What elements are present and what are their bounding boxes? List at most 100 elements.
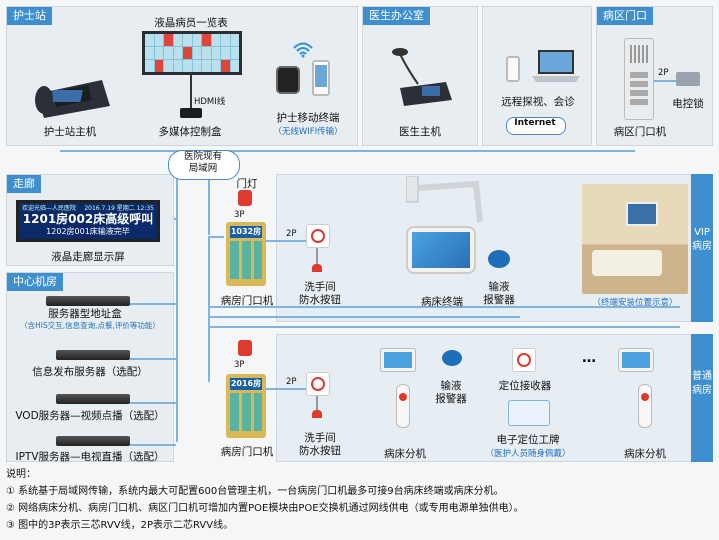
vod-server-device: [56, 394, 130, 404]
more-ellipsis: …: [582, 350, 596, 366]
locator-label: 定位接收器: [498, 380, 552, 392]
mobile-terminal-sub: （无线WIFI传输）: [273, 127, 343, 137]
info-server-device: [56, 350, 130, 360]
info-server-label: 信息发布服务器（选配）: [32, 366, 148, 378]
note-item-1: ① 系统基于局域网传输，系统内最大可配置600台管理主机，一台病房门口机最多可接…: [6, 486, 504, 497]
notes: 说明： ① 系统基于局域网传输，系统内最大可配置600台管理主机，一台病房门口机…: [6, 466, 711, 534]
panel-title-nurse-station: 护士站: [7, 7, 52, 25]
mobile-terminal-label: 护士移动终端: [276, 112, 340, 124]
corridor-screen-line1: 1201房002床高级呼叫: [22, 212, 154, 226]
bed-terminal-device: [406, 226, 476, 274]
bed-terminal-label: 病床终端: [421, 296, 463, 308]
corridor-screen-line2: 1202房001床输液完毕: [46, 227, 130, 236]
locator-tag-device: [508, 400, 550, 426]
room-door-bot-device: 2016房: [226, 374, 266, 438]
server-link-3: [130, 402, 176, 404]
wire-3p-bot: 3P: [234, 360, 245, 370]
vod-server-label: VOD服务器—视频点播（选配）: [15, 410, 165, 422]
doctor-host-device: [392, 48, 452, 106]
notes-title: 说明：: [6, 469, 36, 480]
room-door-bot-num: 2016房: [230, 378, 262, 390]
panel-title-corridor: 走廊: [7, 175, 41, 193]
corridor-screen-top: 欢迎光临—人民医院: [22, 205, 77, 212]
door-light-top-device: [238, 190, 252, 206]
remote-phone-icon: [506, 56, 520, 82]
smartphone-icon: [312, 60, 330, 96]
wash-button-bot-device: [306, 372, 330, 396]
room-door-bot-label: 病房门口机: [220, 446, 274, 458]
wire-2p-top-line: [266, 240, 306, 242]
infusion-alarm-bot-device: [442, 350, 462, 366]
note-item-3: ③ 图中的3P表示三芯RVV线，2P表示二芯RVV线。: [6, 520, 234, 531]
wire-3p-top: 3P: [234, 210, 245, 220]
infusion-alarm-bot-label: 输液 报警器: [435, 380, 467, 405]
door-top-link: [208, 236, 224, 238]
server-link-4: [130, 444, 176, 446]
bed-ext-2-label: 病床分机: [624, 448, 666, 460]
server-link-1: [130, 303, 176, 305]
electric-lock-device: [676, 72, 700, 86]
infusion-alarm-top-device: [488, 250, 510, 268]
wash-button-top-label: 洗手间 防水按钮: [299, 281, 341, 306]
bed-terminal-arm: [406, 176, 483, 223]
ward-photo: [582, 184, 688, 294]
remote-label: 远程探视、会诊: [501, 96, 575, 108]
corridor-screen-date: 2016.7.19 星期二 12:35: [84, 205, 154, 212]
hdmi-line: [190, 75, 192, 109]
lan-bubble: [168, 150, 240, 180]
corridor-link: [174, 218, 178, 220]
bed-ext-1-label: 病床分机: [384, 448, 426, 460]
pull-cord-bot: [316, 396, 318, 412]
bed-ext-1-panel: [380, 348, 416, 372]
door-light-label: 门灯: [236, 178, 258, 190]
wash-button-top-device: [306, 224, 330, 248]
bus-line-mid-1: [210, 306, 680, 308]
bed-ext-2-panel: [618, 348, 654, 372]
room-door-top-label: 病房门口机: [220, 295, 274, 307]
infusion-alarm-top-label: 输液 报警器: [483, 281, 515, 306]
corridor-display-device: 欢迎光临—人民医院 2016.7.19 星期二 12:35 1201房002床高…: [16, 200, 160, 242]
doctor-host-label: 医生主机: [399, 126, 441, 138]
bus-line-left-vertical: [176, 152, 178, 442]
lcd-overview-screen: [142, 31, 242, 75]
room-door-top-num: 1032房: [230, 226, 262, 238]
lock-wire-label: 2P: [658, 68, 669, 78]
ward-door-host-device: [624, 38, 654, 120]
note-item-2: ② 网络病床分机、病房门口机、病区门口机可增加内置POE模块由POE交换机通过网…: [6, 503, 524, 514]
wifi-icon: [293, 42, 313, 58]
internet-label: Internet: [514, 118, 556, 128]
internet-badge: [506, 117, 566, 135]
smartwatch-icon: [276, 66, 300, 94]
media-box-device: [180, 108, 202, 118]
install-hint: （终端安装位置示意）: [592, 298, 678, 308]
bus-line-mid-2: [210, 326, 680, 328]
locator-tag-label: 电子定位工牌: [496, 434, 560, 446]
iptv-server-device: [56, 436, 130, 446]
bed-ext-2-handset: [638, 384, 652, 428]
corridor-display-label: 液晶走廊显示屏: [51, 251, 125, 263]
iptv-server-label: IPTV服务器—电视直播（选配）: [15, 451, 165, 463]
panel-title-ward-door: 病区门口: [597, 7, 653, 25]
lock-wire-line: [654, 80, 676, 82]
wash-button-bot-label: 洗手间 防水按钮: [299, 432, 341, 457]
server-addr-label: 服务器型地址盒: [48, 308, 122, 320]
nurse-host-label: 护士站主机: [43, 126, 97, 138]
wire-2p-bot: 2P: [286, 377, 297, 387]
vip-ward-label: VIP 病房: [692, 227, 712, 252]
panel-title-doctor-office: 医生办公室: [363, 7, 430, 25]
laptop-icon: [532, 50, 580, 82]
bed-ext-1-handset: [396, 384, 410, 428]
panel-doctor-office: 医生办公室: [362, 6, 478, 146]
wire-2p-top: 2P: [286, 229, 297, 239]
nurse-host-device: [35, 80, 110, 118]
bus-line-door-bot: [208, 236, 210, 382]
vip-ward-tab: [691, 174, 713, 322]
room-door-top-device: 1032房: [226, 222, 266, 286]
server-addr-device: [46, 296, 130, 306]
lan-label: 医院现有 局域网: [183, 151, 222, 174]
pull-cord-bot-handle: [312, 410, 322, 418]
electric-lock-label: 电控锁: [672, 98, 704, 110]
media-box-label: 多媒体控制盒: [158, 126, 222, 138]
lcd-overview-title: 液晶病员一览表: [154, 17, 228, 29]
